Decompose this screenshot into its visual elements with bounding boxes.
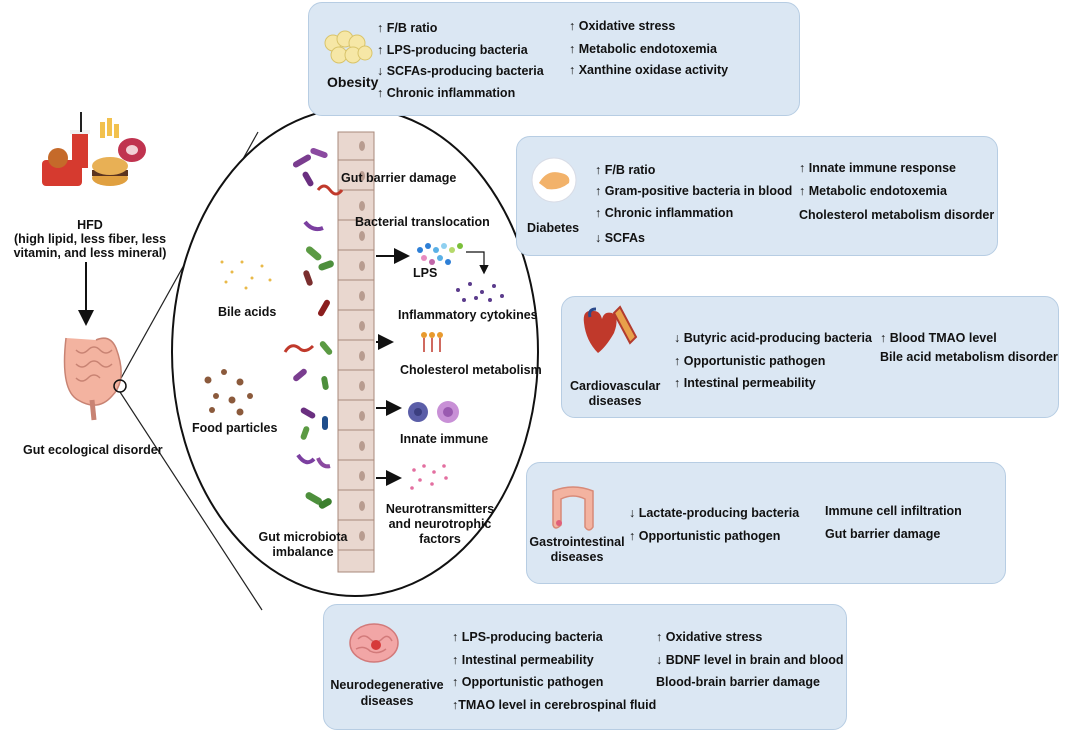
obesity-item: ↑ LPS-producing bacteria <box>377 43 528 57</box>
diabetes-item: ↑ F/B ratio <box>595 163 656 177</box>
neuro-item: ↓ BDNF level in brain and blood <box>656 653 844 667</box>
label-innate-immune: Innate immune <box>400 432 489 446</box>
obesity-item: ↑ Xanthine oxidase activity <box>569 63 729 77</box>
obesity-item: ↓ SCFAs-producing bacteria <box>377 64 544 78</box>
obesity-item: ↑ Chronic inflammation <box>377 86 516 100</box>
obesity-item: ↑ F/B ratio <box>377 21 438 35</box>
gut-focus-circle <box>113 379 127 393</box>
gastro-item: ↓ Lactate-producing bacteria <box>629 506 800 520</box>
label-bile-acids: Bile acids <box>218 305 277 319</box>
cardio-title-1: Cardiovascular <box>570 379 661 393</box>
zoom-line-bottom <box>119 391 263 611</box>
diabetes-item: Cholesterol metabolism disorder <box>799 208 995 222</box>
fast-food-icon <box>42 112 146 186</box>
neuro-item: ↑ Intestinal permeability <box>452 653 594 667</box>
neuro-title-1: Neurodegenerative <box>330 678 444 692</box>
diabetes-item: ↓ SCFAs <box>595 231 646 245</box>
neurotransmitter-dots <box>410 464 448 490</box>
bile-acid-dots <box>220 260 272 290</box>
obesity-item: ↑ Metabolic endotoxemia <box>569 42 717 56</box>
panel-neurodegenerative: Neurodegenerative diseases ↑ LPS-produci… <box>323 604 847 730</box>
neuro-item: ↑ LPS-producing bacteria <box>452 630 603 644</box>
neuro-item: ↑ Oxidative stress <box>656 630 763 644</box>
fat-cells-icon <box>324 30 373 64</box>
arrow-lps-cytokines <box>466 251 489 275</box>
neuro-item: Blood-brain barrier damage <box>656 675 820 689</box>
label-cholesterol-metabolism: Cholesterol metabolism <box>400 363 542 377</box>
hfd-title: HFD <box>77 218 103 232</box>
diabetes-item: ↑ Metabolic endotoxemia <box>799 184 947 198</box>
neuro-item: ↑TMAO level in cerebrospinal fluid <box>452 698 657 712</box>
neuro-title-2: diseases <box>360 694 414 708</box>
gut-disorder-label: Gut ecological disorder <box>23 443 163 457</box>
cardio-item: ↑ Opportunistic pathogen <box>674 354 826 368</box>
cholesterol-molecule <box>421 332 443 352</box>
obesity-item: ↑ Oxidative stress <box>569 19 676 33</box>
label-food-particles: Food particles <box>192 421 278 435</box>
pancreas-icon <box>531 157 577 203</box>
label-microbiota-1: Gut microbiota <box>258 530 348 544</box>
bacteria-cluster <box>283 147 344 509</box>
cardio-item: ↑ Blood TMAO level <box>880 331 997 345</box>
label-neurotransmitters-3: factors <box>419 532 461 546</box>
panel-diabetes: Diabetes ↑ F/B ratio ↑ Gram-positive bac… <box>516 136 998 256</box>
gastro-title-2: diseases <box>550 550 604 564</box>
food-particle-dots <box>204 369 253 416</box>
label-neurotransmitters-2: and neurotrophic <box>388 517 492 531</box>
diabetes-title: Diabetes <box>527 221 580 235</box>
gut-icon <box>63 337 122 421</box>
diabetes-item: ↑ Innate immune response <box>799 161 956 175</box>
hfd-desc-line-2: vitamin, and less mineral) <box>13 246 167 260</box>
heart-icon <box>583 305 638 353</box>
gastro-item: ↑ Opportunistic pathogen <box>629 529 781 543</box>
obesity-title: Obesity <box>327 74 379 90</box>
gastro-item: Gut barrier damage <box>825 527 941 541</box>
cardio-item: ↓ Butyric acid-producing bacteria <box>674 331 872 345</box>
label-microbiota-2: imbalance <box>272 545 334 559</box>
label-neurotransmitters-1: Neurotransmitters <box>385 502 495 516</box>
panel-obesity: Obesity ↑ F/B ratio ↑ LPS-producing bact… <box>308 2 800 116</box>
hfd-desc-line-1: (high lipid, less fiber, less <box>13 232 167 246</box>
cardio-item: ↑ Intestinal permeability <box>674 376 816 390</box>
panel-gastrointestinal: Gastrointestinal diseases ↓ Lactate-prod… <box>526 462 1006 584</box>
intestine-icon <box>552 486 594 531</box>
cardio-title-2: diseases <box>588 394 642 408</box>
brain-icon <box>349 623 399 663</box>
neuro-item: ↑ Opportunistic pathogen <box>452 675 604 689</box>
gastro-title-1: Gastrointestinal <box>529 535 625 549</box>
gastro-item: Immune cell infiltration <box>825 504 962 518</box>
diabetes-item: ↑ Gram-positive bacteria in blood <box>595 184 793 198</box>
diabetes-item: ↑ Chronic inflammation <box>595 206 734 220</box>
label-bacterial-translocation: Bacterial translocation <box>355 215 490 229</box>
lps-molecule <box>417 243 463 265</box>
cytokine-dots <box>456 282 504 302</box>
cardio-item: Bile acid metabolism disorder <box>880 350 1058 364</box>
label-gut-barrier-damage: Gut barrier damage <box>341 171 457 185</box>
label-lps: LPS <box>413 266 438 280</box>
epithelial-cells <box>337 131 375 573</box>
panel-cardiovascular: Cardiovascular diseases ↓ Butyric acid-p… <box>561 296 1059 418</box>
label-inflammatory-cytokines: Inflammatory cytokines <box>398 308 538 322</box>
